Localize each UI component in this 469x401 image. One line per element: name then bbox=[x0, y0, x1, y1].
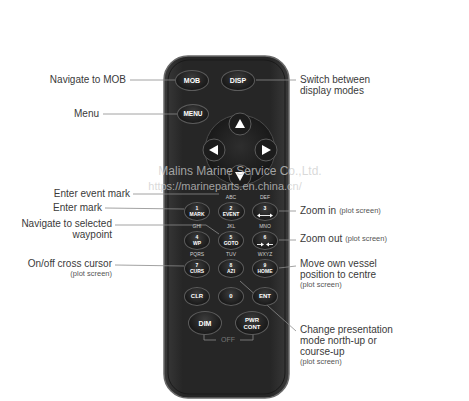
key-button: MENU bbox=[177, 104, 209, 124]
remote-body bbox=[164, 56, 289, 398]
key-button: DISP bbox=[221, 70, 255, 91]
key-letters: TUV bbox=[226, 252, 236, 257]
key-label: EVENT bbox=[223, 212, 240, 217]
callout-text: On/off cross cursor bbox=[28, 258, 112, 269]
key-button: PWRCONT bbox=[235, 311, 269, 335]
key-label: 0 bbox=[229, 293, 232, 299]
key-button: DEF3 bbox=[252, 202, 278, 221]
key-label: MARK bbox=[190, 212, 205, 217]
key-label: PWR bbox=[245, 317, 259, 323]
callout-text: (plot screen) bbox=[345, 235, 387, 243]
watermark: Malins Marine Service Co.,Ltd. bbox=[158, 165, 321, 178]
watermark: https://marineparts.en.china.cn/ bbox=[148, 180, 301, 192]
key-label: 9 bbox=[264, 263, 267, 268]
callout-text: Enter event mark bbox=[54, 188, 130, 199]
key-label: 3 bbox=[264, 206, 267, 211]
key-label: 7 bbox=[196, 263, 199, 268]
remote-body-inner-edge bbox=[168, 60, 285, 394]
key-label: 6 bbox=[264, 235, 267, 240]
callout-text: Zoom out bbox=[300, 233, 342, 244]
callout-text: Switch between display modes bbox=[300, 74, 382, 96]
key-button: CLR bbox=[184, 287, 210, 306]
key-label: AZI bbox=[227, 269, 235, 274]
callout-text: (plot screen) bbox=[339, 207, 381, 215]
key-label: DIM bbox=[199, 320, 212, 327]
callout-text: (plot screen) bbox=[70, 270, 112, 278]
callout-text: Zoom in bbox=[300, 205, 336, 216]
key-button: DIM bbox=[188, 311, 222, 335]
leader-lines bbox=[103, 80, 296, 331]
key-button: TUV8AZI bbox=[218, 259, 244, 278]
key-label: 1 bbox=[196, 206, 199, 211]
key-button: MNO6 bbox=[252, 231, 278, 250]
key-button: 0 bbox=[218, 287, 244, 306]
key-label: MENU bbox=[183, 111, 202, 118]
key-label: 8 bbox=[230, 263, 233, 268]
callout-text: Navigate to selected waypoint bbox=[12, 218, 112, 240]
key-label: 4 bbox=[196, 235, 199, 240]
key-label: GOTO bbox=[224, 241, 239, 246]
key-label: HOME bbox=[258, 269, 273, 274]
callout-text: Move own vessel position to centre bbox=[300, 258, 390, 280]
key-label: CONT bbox=[244, 324, 261, 330]
key-button: JKL5GOTO bbox=[218, 231, 244, 250]
key-label: 5 bbox=[230, 235, 233, 240]
key-letters: DEF bbox=[260, 195, 270, 200]
key-button: PQRS7CURS bbox=[184, 259, 210, 278]
key-label: CLR bbox=[191, 293, 203, 299]
callout-text: Change presentation mode north-up or cou… bbox=[300, 324, 404, 358]
key-letters: WXYZ bbox=[258, 252, 272, 257]
key-label: ENT bbox=[259, 293, 271, 299]
key-button: ENT bbox=[252, 287, 278, 306]
key-label: WP bbox=[193, 241, 201, 246]
key-letters: MNO bbox=[259, 224, 271, 229]
key-label: 2 bbox=[230, 206, 233, 211]
key-letters: PQRS bbox=[190, 252, 204, 257]
callout-text: OFF bbox=[221, 336, 235, 344]
key-letters: ABC bbox=[226, 195, 236, 200]
callout-text: (plot screen) bbox=[300, 281, 342, 289]
key-button: MOB bbox=[175, 70, 209, 91]
key-button: GHI4WP bbox=[184, 231, 210, 250]
callout-text: Enter mark bbox=[53, 202, 102, 213]
callout-text: Menu bbox=[74, 108, 99, 119]
key-letters: GHI bbox=[193, 224, 202, 229]
key-label: MOB bbox=[184, 77, 200, 84]
key-label: CURS bbox=[190, 269, 204, 274]
key-label: DISP bbox=[230, 77, 246, 84]
key-button: WXYZ9HOME bbox=[252, 259, 278, 278]
key-button: 1MARK bbox=[184, 202, 210, 221]
callout-text: (plot screen) bbox=[300, 358, 342, 366]
key-letters: JKL bbox=[227, 224, 236, 229]
callout-text: Navigate to MOB bbox=[50, 74, 126, 85]
key-button: ABC2EVENT bbox=[218, 202, 245, 221]
